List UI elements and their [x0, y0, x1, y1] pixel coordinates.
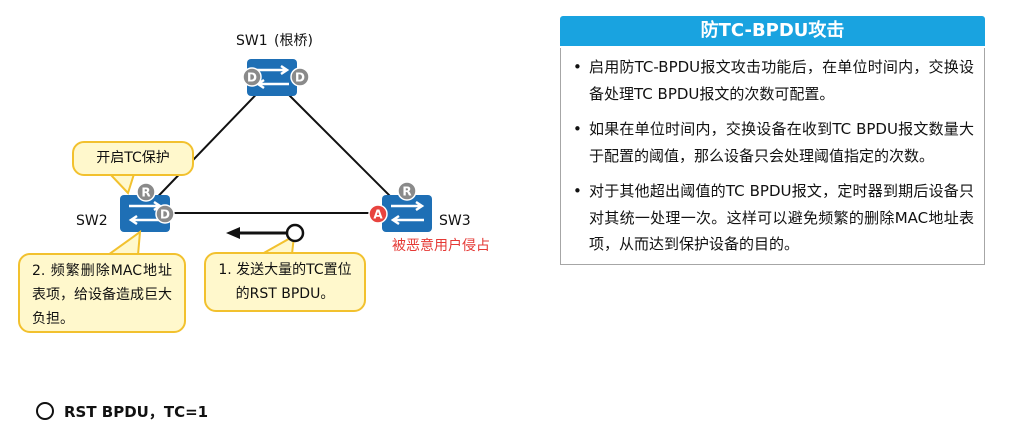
bpdu-circle-icon [285, 223, 305, 243]
sw3-compromised-note: 被恶意用户侵占 [392, 237, 490, 254]
arrowhead-left-icon [226, 227, 240, 239]
port-badge-sw2-right [155, 204, 175, 224]
bullet-list: 启用防TC-BPDU报文攻击功能后，在单位时间内，交换设备处理TC BPDU报文… [569, 54, 974, 258]
callout-send-bpdu: 1. 发送大量的TC置位的RST BPDU。 [204, 252, 366, 312]
switch-arrows-icon [255, 64, 290, 90]
port-badge-sw3-left [368, 204, 388, 224]
port-label-a: A [373, 208, 383, 222]
port-label-d: D [160, 208, 170, 222]
panel-body: 启用防TC-BPDU报文攻击功能后，在单位时间内，交换设备处理TC BPDU报文… [560, 48, 985, 265]
port-label-r: R [402, 185, 411, 199]
legend-label: RST BPDU，TC=1 [64, 402, 209, 421]
callout-enable-tc-protection: 开启TC保护 [72, 141, 194, 176]
bpdu-circle-icon [36, 402, 54, 420]
port-label-d: D [295, 71, 305, 85]
port-label-d: D [247, 71, 257, 85]
info-panel: 防TC-BPDU攻击 启用防TC-BPDU报文攻击功能后，在单位时间内，交换设备… [560, 16, 985, 265]
port-label-r: R [141, 186, 150, 200]
legend: RST BPDU，TC=1 [36, 400, 208, 422]
sw3-name: SW3 [439, 213, 471, 229]
switch-sw2[interactable]: R D [120, 182, 175, 232]
link-sw1-sw3 [271, 77, 406, 212]
panel-title: 防TC-BPDU攻击 [560, 16, 985, 46]
callout-burden-tail [104, 229, 142, 256]
callout-tc-tail [107, 173, 136, 195]
topology-diagram: D D SW1 (根桥) R D SW2 R A SW3 被恶意用户侵占 [76, 33, 490, 256]
switch-arrows-icon [390, 200, 425, 226]
port-badge-sw1-right [290, 67, 310, 87]
port-badge-sw3-top [397, 181, 417, 201]
bullet-item: 对于其他超出阈值的TC BPDU报文，定时器到期后设备只对其统一处理一次。这样可… [569, 178, 974, 258]
switch-sw3[interactable]: R A [368, 181, 432, 232]
sw2-name: SW2 [76, 213, 108, 229]
switch-sw1[interactable]: D D [242, 59, 310, 96]
port-badge-sw2-top [136, 182, 156, 202]
sw1-role: (根桥) [274, 33, 313, 49]
sw1-name: SW1 [236, 33, 268, 49]
bullet-item: 启用防TC-BPDU报文攻击功能后，在单位时间内，交换设备处理TC BPDU报文… [569, 54, 974, 107]
link-sw1-sw2 [142, 77, 273, 213]
bullet-item: 如果在单位时间内，交换设备在收到TC BPDU报文数量大于配置的阈值，那么设备只… [569, 116, 974, 169]
callout-mac-burden: 2. 频繁删除MAC地址表项，给设备造成巨大负担。 [18, 253, 186, 333]
port-badge-sw1-left [242, 67, 262, 87]
